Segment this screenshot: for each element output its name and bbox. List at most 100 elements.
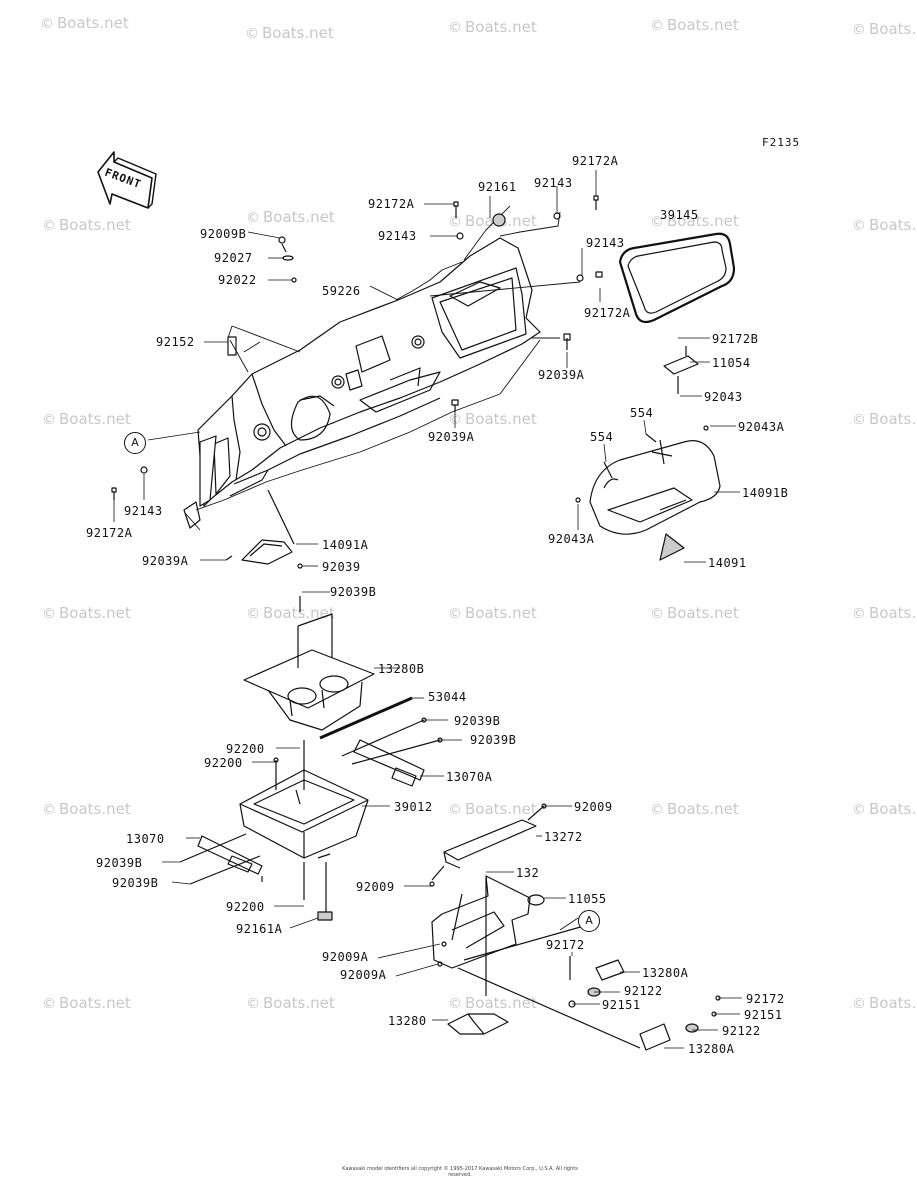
part-label: 92172A: [368, 197, 415, 211]
part-label: 92172A: [86, 526, 133, 540]
storage-box-39012: [239, 740, 369, 921]
part-label: 14091B: [742, 486, 789, 500]
part-label: 92122: [624, 984, 663, 998]
watermark: ©Boats.net: [448, 800, 537, 818]
part-label: 13280: [388, 1014, 427, 1028]
part-label: 132: [516, 866, 540, 880]
front-arrow-icon: [97, 151, 157, 209]
watermark: ©Boats.net: [246, 994, 335, 1012]
part-label: 92039B: [112, 876, 159, 890]
part-label: 92151: [602, 998, 641, 1012]
part-label: 92039B: [454, 714, 501, 728]
watermark: ©Boats.net: [448, 604, 537, 622]
part-label: 13070A: [446, 770, 493, 784]
part-label: 92039A: [142, 554, 189, 568]
part-label: 92039: [322, 560, 361, 574]
part-label: 39145: [660, 208, 699, 222]
part-label: 92143: [534, 176, 573, 190]
watermark: ©Boats.net: [40, 14, 129, 32]
watermark: ©Boats.net: [42, 800, 131, 818]
part-label: 92161: [478, 180, 517, 194]
part-label: 59226: [322, 284, 361, 298]
part-label: 11055: [568, 892, 607, 906]
part-label: 92122: [722, 1024, 761, 1038]
watermark: ©Boats.net: [852, 800, 917, 818]
watermark: ©Boats.net: [42, 410, 131, 428]
part-label: 92161A: [236, 922, 283, 936]
part-label: 13070: [126, 832, 165, 846]
part-label: 92009A: [322, 950, 369, 964]
part-label: 92043A: [738, 420, 785, 434]
part-label: 92172A: [584, 306, 631, 320]
cup-holder-13280B: [243, 596, 375, 731]
watermark: ©Boats.net: [448, 994, 537, 1012]
part-label: 92172B: [712, 332, 759, 346]
part-label: 13280A: [642, 966, 689, 980]
cover-14091A: [225, 489, 303, 569]
part-label: 92039B: [470, 733, 517, 747]
part-label: 13272: [544, 830, 583, 844]
part-label: 92043A: [548, 532, 595, 546]
watermark: ©Boats.net: [852, 410, 917, 428]
part-label: 92172A: [572, 154, 619, 168]
bracket-13280A: [568, 956, 721, 1051]
part-label: 554: [590, 430, 614, 444]
part-label: 92172: [546, 938, 585, 952]
watermark: ©Boats.net: [650, 604, 739, 622]
part-label: 92039B: [96, 856, 143, 870]
bracket-13070: [179, 833, 263, 885]
watermark: ©Boats.net: [42, 604, 131, 622]
watermark: ©Boats.net: [852, 20, 917, 38]
construction-outline: [185, 205, 581, 531]
part-label: 92009: [356, 880, 395, 894]
part-label: 14091: [708, 556, 747, 570]
part-label: 92009: [574, 800, 613, 814]
dash-panel-59226: [183, 237, 541, 529]
frame-bracket-132: [429, 865, 641, 1049]
glove-lid-14091B: [575, 346, 721, 561]
watermark: ©Boats.net: [650, 800, 739, 818]
callout-a: A: [578, 910, 600, 932]
part-label: 92039B: [330, 585, 377, 599]
watermark: ©Boats.net: [650, 212, 739, 230]
part-label: 92152: [156, 335, 195, 349]
part-label: 92039A: [538, 368, 585, 382]
watermark: ©Boats.net: [246, 604, 335, 622]
part-label: 92143: [378, 229, 417, 243]
cover-plate-13272: [443, 803, 547, 869]
copyright-footer: Kawasaki model identifiers all copyright…: [342, 1166, 578, 1178]
part-label: 53044: [428, 690, 467, 704]
callout-a: A: [124, 432, 146, 454]
part-label: 92200: [226, 900, 265, 914]
part-label: 11054: [712, 356, 751, 370]
watermark: ©Boats.net: [42, 994, 131, 1012]
part-label: 92151: [744, 1008, 783, 1022]
watermark: ©Boats.net: [245, 24, 334, 42]
bracket-13070A: [341, 717, 443, 787]
part-label: 92200: [226, 742, 265, 756]
bracket-13280: [447, 1013, 509, 1035]
part-label: 92172: [746, 992, 785, 1006]
figure-id: F2135: [762, 136, 801, 149]
part-label: 92143: [586, 236, 625, 250]
part-label: 92043: [704, 390, 743, 404]
part-label: 92143: [124, 504, 163, 518]
part-label: 14091A: [322, 538, 369, 552]
part-label: 92039A: [428, 430, 475, 444]
part-label: 92009B: [200, 227, 247, 241]
watermark: ©Boats.net: [852, 604, 917, 622]
part-label: 92027: [214, 251, 253, 265]
window-glass-39145: [618, 232, 736, 324]
part-label: 92200: [204, 756, 243, 770]
watermark: ©Boats.net: [852, 994, 917, 1012]
watermark: ©Boats.net: [448, 18, 537, 36]
part-label: 92022: [218, 273, 257, 287]
part-label: 92009A: [340, 968, 387, 982]
part-label: 554: [630, 406, 654, 420]
rod-53044: [319, 696, 413, 740]
part-label: 13280A: [688, 1042, 735, 1056]
part-label: 39012: [394, 800, 433, 814]
watermark: ©Boats.net: [852, 216, 917, 234]
watermark: ©Boats.net: [650, 16, 739, 34]
